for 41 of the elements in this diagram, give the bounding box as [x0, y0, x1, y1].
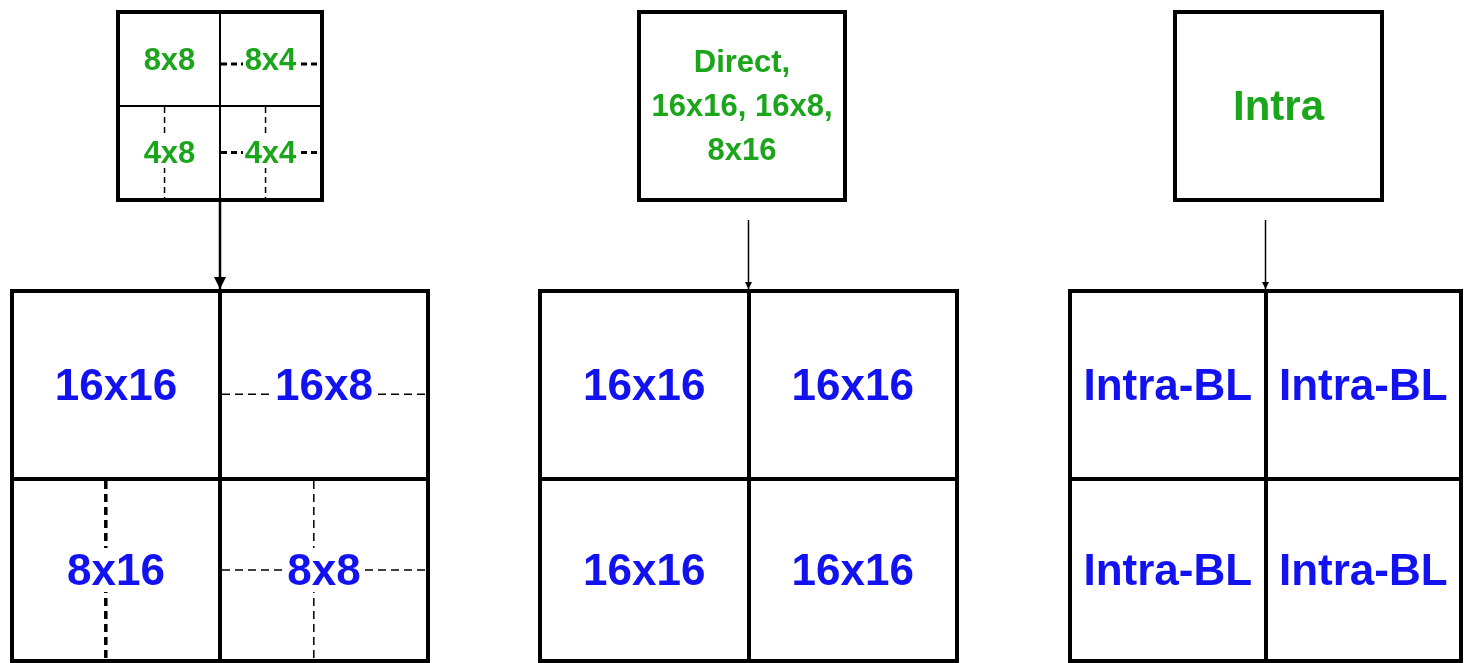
box-label: Direct, 16x16, 16x8, 8x16 [650, 43, 834, 169]
grid-cell [1265, 479, 1459, 659]
block-grid [1068, 289, 1463, 663]
arrow [744, 219, 753, 290]
arrow [1261, 219, 1270, 290]
grid-cell [220, 293, 426, 479]
cell-label: 16x16 [54, 360, 178, 410]
cell-label: 8x16 [65, 548, 167, 592]
grid-cell [220, 479, 426, 659]
cell-label: 16x16 [791, 360, 914, 410]
mode-box [637, 10, 847, 202]
cell-label: 8x8 [143, 41, 196, 78]
cell-label: Intra-BL [1278, 545, 1448, 595]
grid-cell [1072, 293, 1266, 479]
cell-label: Intra-BL [1278, 360, 1448, 410]
cell-label: 16x16 [583, 545, 706, 595]
grid-cell [542, 479, 749, 659]
box-label: Intra [1232, 82, 1326, 130]
grid-cell [120, 14, 220, 106]
cell-label: 16x16 [583, 360, 706, 410]
cell-label: 4x8 [141, 137, 198, 168]
cell-label: Intra-BL [1083, 360, 1253, 410]
grid-cell [748, 293, 955, 479]
grid-cell [220, 14, 320, 106]
grid-cell [220, 106, 320, 198]
mode-box [1173, 10, 1384, 202]
cell-label: Intra-BL [1083, 545, 1253, 595]
block-grid [10, 289, 430, 663]
grid-cell [120, 106, 220, 198]
arrow [213, 202, 227, 289]
grid-cell [14, 479, 220, 659]
grid-cell [1072, 479, 1266, 659]
grid-cell [1265, 293, 1459, 479]
cell-label: 16x16 [791, 545, 914, 595]
grid-cell [748, 479, 955, 659]
grid-cell [542, 293, 749, 479]
cell-label: 8x8 [285, 548, 363, 592]
cell-label: 4x4 [242, 137, 299, 168]
grid-cell [14, 293, 220, 479]
block-grid [538, 289, 959, 663]
partition-box [116, 10, 324, 202]
